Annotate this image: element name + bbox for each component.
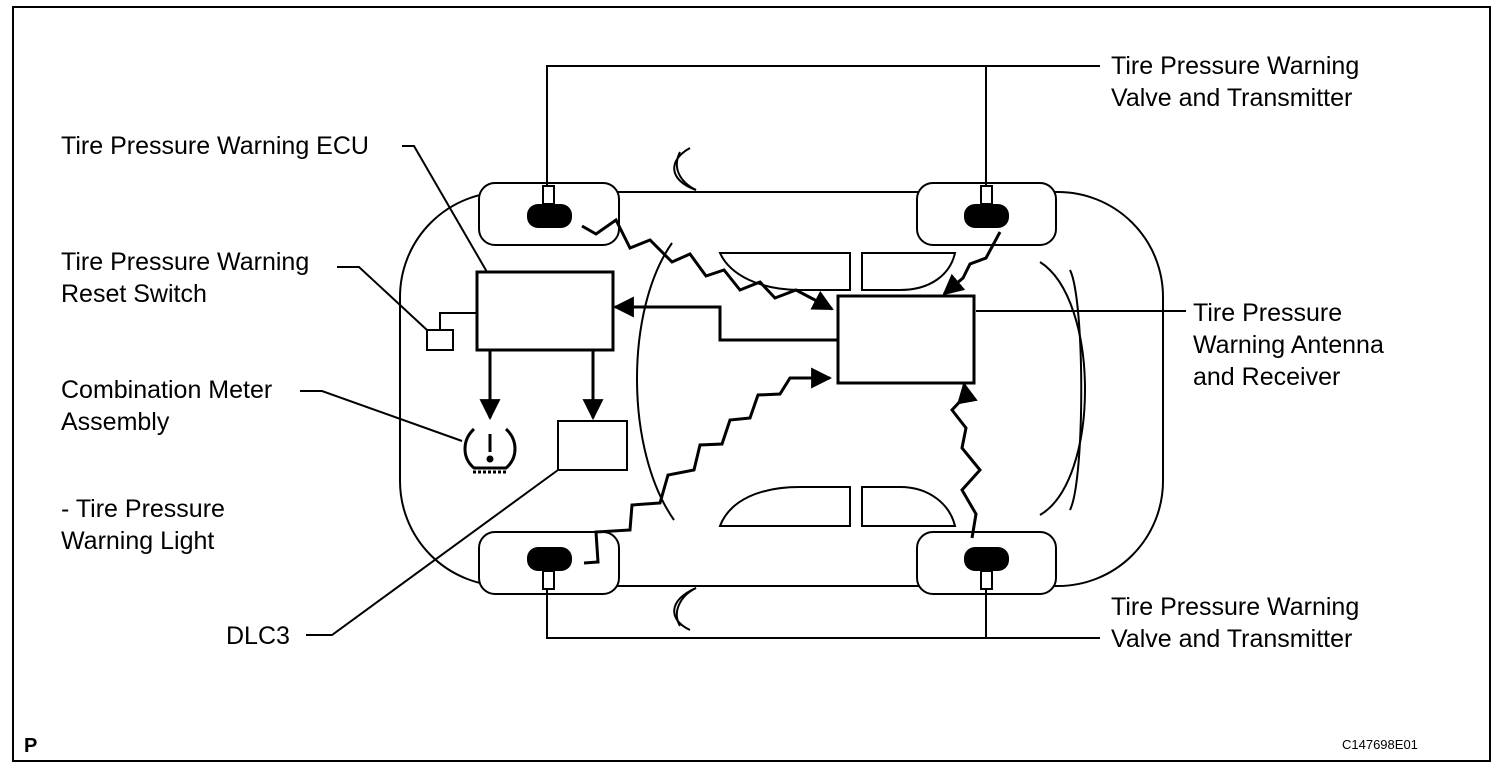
figure-frame [12,6,1491,762]
valve-bottom-label-line2: Valve and Transmitter [1111,625,1353,653]
valve-bottom-label-line1: Tire Pressure Warning [1111,593,1360,621]
dlc3-box [557,420,628,471]
antenna-receiver-label-line1: Tire Pressure [1193,299,1343,327]
dlc3-label: DLC3 [226,620,290,652]
combination-meter-label: Combination Meter Assembly [61,374,272,438]
reset-switch-label-line2: Reset Switch [61,280,207,308]
reset-switch-wire [439,312,477,330]
reset-switch-label-line1: Tire Pressure Warning [61,248,310,276]
car-cabin [636,147,1086,631]
valve-top-label-line2: Valve and Transmitter [1111,84,1353,112]
corner-mark: P [24,735,38,757]
label-leader-lines [300,145,1186,636]
antenna-receiver-box [836,294,976,385]
ecu-label-line1: Tire Pressure Warning ECU [61,132,369,160]
tpms-ecu-box [475,270,615,352]
antenna-receiver-label: Tire Pressure Warning Antenna and Receiv… [1193,297,1384,393]
wheel-wells [478,182,1057,595]
car-body-outline [399,191,1164,587]
warning-light-label-line2: Warning Light [61,527,215,555]
reset-switch-box [426,329,454,351]
antenna-receiver-label-line3: and Receiver [1193,363,1341,391]
tire-valve-icon [964,185,1009,228]
tire-valve-icon [964,547,1009,590]
tire-valve-icon [527,185,572,228]
tire-pressure-warning-icon [463,427,517,474]
warning-light-label-line1: - Tire Pressure [61,495,225,523]
ecu-label: Tire Pressure Warning ECU [61,130,369,162]
valve-callout-lines [546,65,1100,639]
combination-meter-label-line1: Combination Meter [61,376,273,404]
radio-signal-arrows [581,217,1002,565]
valve-top-label: Tire Pressure Warning Valve and Transmit… [1111,50,1359,114]
figure-code: C147698E01 [1342,737,1418,752]
valve-bottom-label: Tire Pressure Warning Valve and Transmit… [1111,591,1359,655]
signal-arrows [479,296,838,421]
valve-top-label-line1: Tire Pressure Warning [1111,52,1360,80]
combination-meter-label-line2: Assembly [61,408,170,436]
reset-switch-label: Tire Pressure Warning Reset Switch [61,246,309,310]
antenna-receiver-label-line2: Warning Antenna [1193,331,1384,359]
dlc3-label-line1: DLC3 [226,622,290,650]
warning-light-label: - Tire Pressure Warning Light [61,493,225,557]
tire-valve-icon [527,547,572,590]
